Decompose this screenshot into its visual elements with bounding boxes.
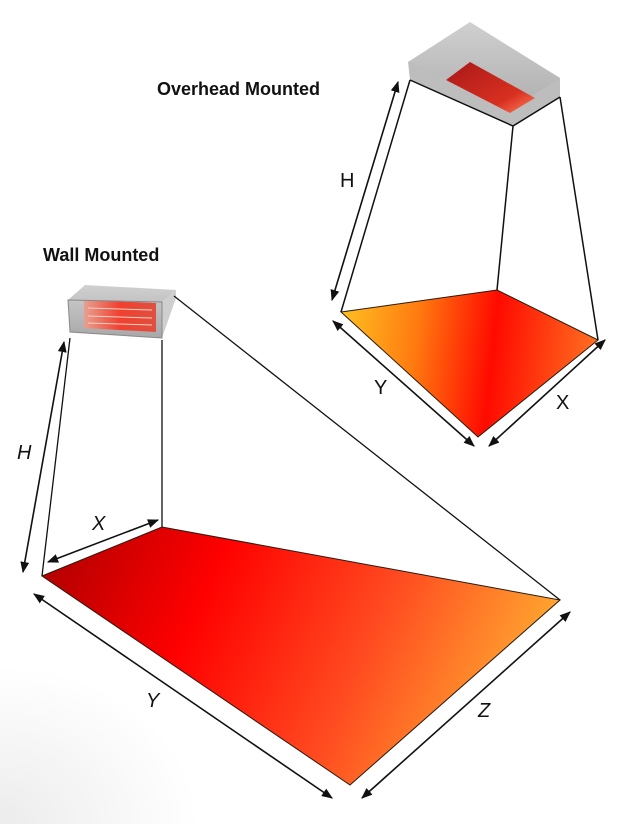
- wall-height-label: H: [17, 442, 32, 464]
- wall-depth-label: X: [92, 513, 106, 535]
- wall-heated-area: [40, 526, 562, 786]
- wall-mounted-title: Wall Mounted: [43, 245, 160, 265]
- wall-width-label: Z: [478, 700, 491, 722]
- wall-length-label: Y: [146, 690, 160, 712]
- overhead-heater: [408, 22, 561, 127]
- wall-heater: [67, 285, 176, 339]
- overhead-height-label: H: [340, 170, 355, 192]
- overhead-mounted-title: Overhead Mounted: [157, 79, 321, 99]
- overhead-width-label: X: [556, 392, 570, 414]
- overhead-dimension-arrows: [330, 80, 606, 447]
- overhead-length-label: Y: [374, 377, 388, 399]
- wall-dimension-arrows: [20, 340, 571, 799]
